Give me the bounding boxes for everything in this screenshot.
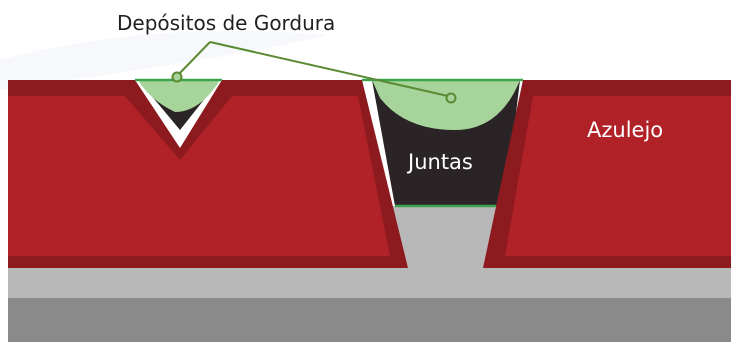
tile-label: Azulejo (587, 118, 663, 142)
substrate-dark-layer (8, 298, 731, 342)
grease-deposit-notch (138, 80, 220, 112)
joints-label: Juntas (406, 150, 473, 174)
background-swirl (0, 30, 330, 91)
grease-deposits-label: Depósitos de Gordura (117, 11, 335, 35)
right-tile-face (505, 96, 731, 256)
leader-line-notch (176, 41, 211, 77)
left-tile-face (8, 96, 390, 256)
grease-deposit-joint (372, 80, 520, 130)
leader-dot-joint (445, 92, 457, 104)
leader-line-joint (209, 41, 449, 97)
leader-dot-notch (171, 71, 183, 83)
